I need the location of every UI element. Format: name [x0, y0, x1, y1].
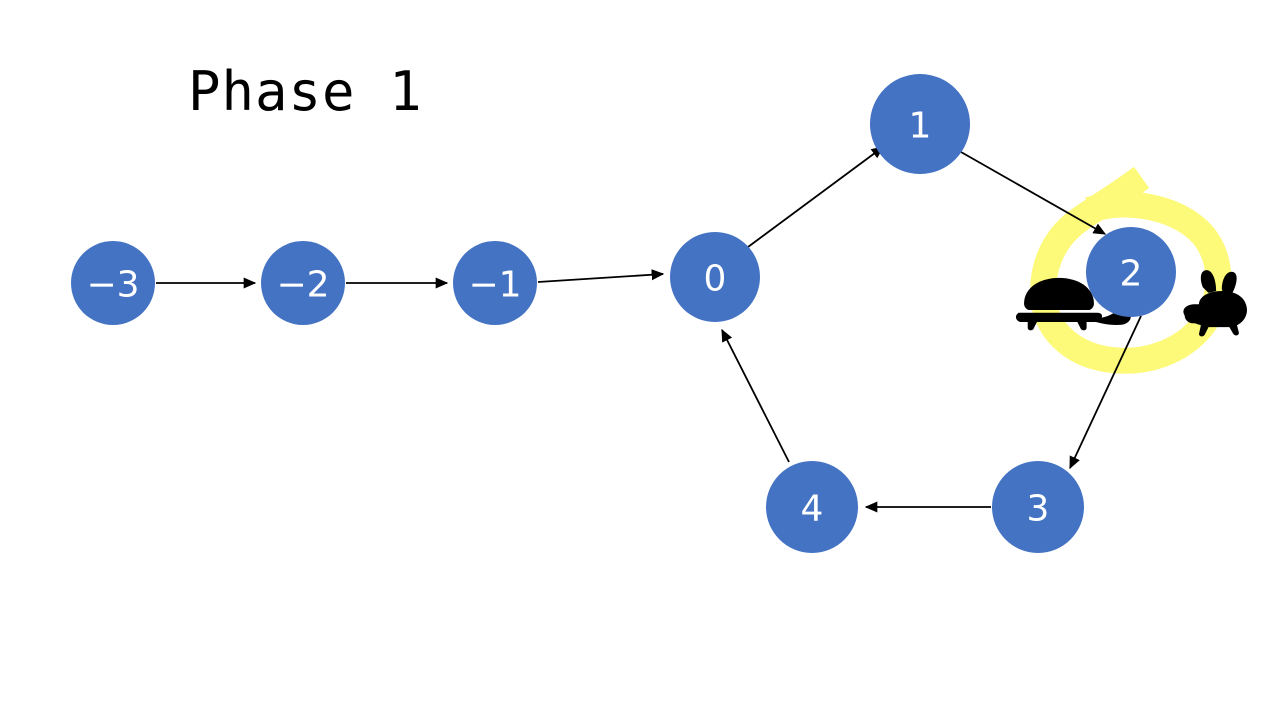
node-circle-n2[interactable]: [1086, 227, 1176, 317]
node-n-3[interactable]: −3: [71, 241, 155, 325]
node-label-n0: 0: [704, 259, 727, 300]
node-circle-n1[interactable]: [870, 74, 970, 174]
highlight-circle-icon: [1030, 166, 1232, 374]
edges-group: [156, 146, 1142, 513]
node-n1[interactable]: 1: [870, 74, 970, 174]
edge-n-1-to-n0: [537, 269, 665, 283]
node-n2[interactable]: 2: [1086, 227, 1176, 317]
tortoise-icon: [1015, 277, 1131, 331]
node-circle-n-3[interactable]: [71, 241, 155, 325]
node-n-1[interactable]: −1: [453, 241, 537, 325]
node-label-n1: 1: [909, 106, 932, 147]
edge-n1-to-n2: [960, 151, 1107, 235]
edge-n4-to-n0: [721, 328, 790, 463]
highlight-circle-group: [1030, 166, 1232, 374]
node-n0[interactable]: 0: [670, 232, 760, 322]
node-label-n-2: −2: [276, 265, 329, 306]
node-circle-n4[interactable]: [766, 461, 858, 553]
node-label-n-3: −3: [86, 265, 139, 306]
node-circle-n0[interactable]: [670, 232, 760, 322]
node-n4[interactable]: 4: [766, 461, 858, 553]
edge-n2-to-n3: [1069, 315, 1142, 470]
node-n3[interactable]: 3: [992, 461, 1084, 553]
node-label-n2: 2: [1120, 254, 1143, 295]
nodes-group: −3 −2 −1 0 1 2: [71, 74, 1176, 553]
node-label-n4: 4: [801, 489, 824, 530]
node-n-2[interactable]: −2: [261, 241, 345, 325]
edge-n0-to-n1: [747, 146, 885, 248]
node-label-n3: 3: [1027, 489, 1050, 530]
node-circle-n3[interactable]: [992, 461, 1084, 553]
hare-icon: [1183, 270, 1247, 337]
node-circle-n-2[interactable]: [261, 241, 345, 325]
node-circle-n-1[interactable]: [453, 241, 537, 325]
node-label-n-1: −1: [468, 265, 521, 306]
page-title: Phase 1: [188, 60, 423, 123]
